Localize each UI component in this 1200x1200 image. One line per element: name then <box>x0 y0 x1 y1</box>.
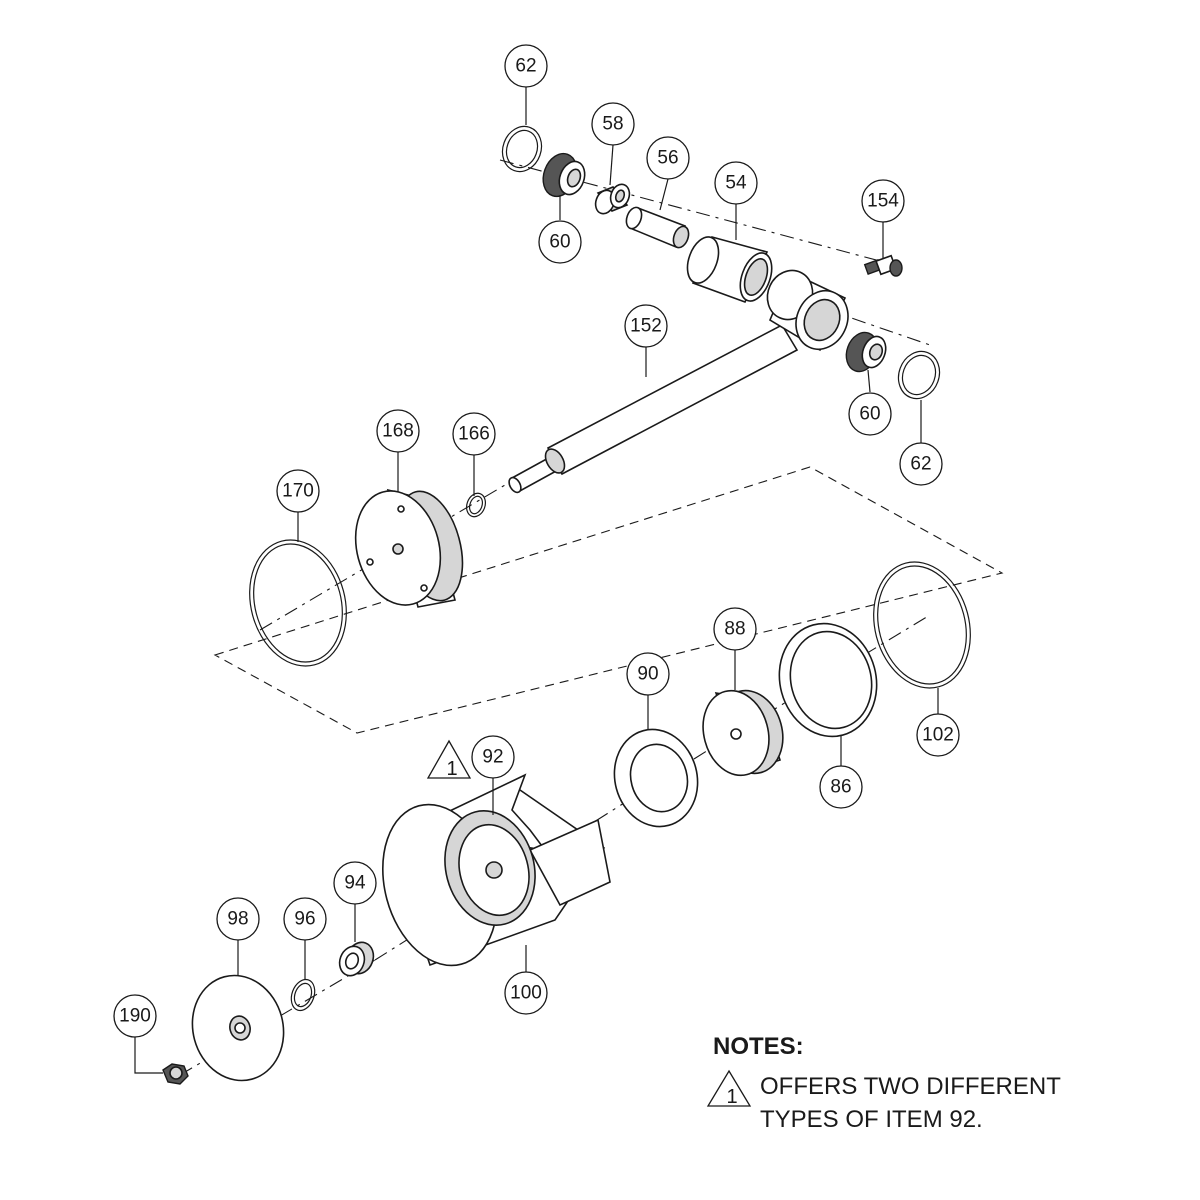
callout-88: 88 <box>713 607 757 651</box>
svg-text:100: 100 <box>510 983 542 1004</box>
leader-lines <box>134 87 939 1074</box>
svg-text:88: 88 <box>724 619 745 640</box>
svg-text:60: 60 <box>859 404 880 425</box>
part-154-grease-fitting <box>863 254 903 277</box>
part-60-bearing-top <box>542 152 586 198</box>
svg-text:58: 58 <box>602 114 623 135</box>
svg-text:98: 98 <box>227 909 248 930</box>
callout-98: 98 <box>216 897 260 941</box>
svg-text:92: 92 <box>482 747 503 768</box>
callout-190: 190 <box>113 994 157 1038</box>
callout-62-right: 62 <box>899 442 943 486</box>
part-168-piston <box>354 488 464 608</box>
svg-text:190: 190 <box>119 1006 151 1027</box>
part-100-cylinder-tube <box>381 773 611 967</box>
svg-text:152: 152 <box>630 316 662 337</box>
callout-168: 168 <box>376 409 420 453</box>
callout-102: 102 <box>916 713 960 757</box>
part-166-small-oring <box>465 492 487 518</box>
svg-text:62: 62 <box>910 454 931 475</box>
callout-96: 96 <box>283 897 327 941</box>
callout-94: 94 <box>333 861 377 905</box>
callout-100: 100 <box>504 971 548 1015</box>
svg-text:56: 56 <box>657 148 678 169</box>
warning-triangle-icon: 1 <box>426 739 472 780</box>
svg-text:86: 86 <box>830 777 851 798</box>
callout-170: 170 <box>276 469 320 513</box>
notes-line-1: OFFERS TWO DIFFERENT <box>760 1073 1061 1100</box>
callout-58: 58 <box>591 102 635 146</box>
svg-text:166: 166 <box>458 424 490 445</box>
part-62-oring-right <box>897 350 941 400</box>
part-56-sleeve <box>625 206 690 249</box>
part-58-bushing <box>594 183 631 215</box>
notes-block: NOTES: 1 OFFERS TWO DIFFERENT TYPES OF I… <box>706 1033 1061 1133</box>
callout-60-right: 60 <box>848 392 892 436</box>
svg-text:170: 170 <box>282 481 314 502</box>
callout-86: 86 <box>819 765 863 809</box>
callout-60-top: 60 <box>538 220 582 264</box>
svg-text:1: 1 <box>726 1086 737 1108</box>
svg-text:168: 168 <box>382 421 414 442</box>
part-170-oring <box>249 539 347 667</box>
callout-56: 56 <box>646 136 690 180</box>
notes-line-2: TYPES OF ITEM 92. <box>760 1106 983 1133</box>
part-98-dish <box>191 974 285 1082</box>
svg-text:62: 62 <box>515 56 536 77</box>
svg-text:60: 60 <box>549 232 570 253</box>
part-86-wear-ring <box>778 622 878 738</box>
part-54-sleeve <box>686 236 773 304</box>
callout-92: 92 <box>471 735 515 779</box>
part-94-bushing <box>338 941 375 977</box>
part-88-gland <box>702 689 784 777</box>
callout-90: 90 <box>626 652 670 696</box>
part-102-oring <box>873 561 971 689</box>
part-152-piston-rod <box>508 269 849 494</box>
part-90-washer <box>613 728 699 828</box>
svg-text:154: 154 <box>867 191 899 212</box>
callout-54: 54 <box>714 161 758 205</box>
notes-triangle-icon: 1 <box>706 1069 752 1108</box>
part-60-bearing-right <box>845 331 887 373</box>
svg-text:1: 1 <box>446 758 457 780</box>
part-190-nut <box>162 1063 189 1085</box>
sub-assembly-dashed-boundary <box>213 466 1004 734</box>
callout-62-top: 62 <box>504 44 548 88</box>
svg-text:94: 94 <box>344 873 366 894</box>
callout-154: 154 <box>861 179 905 223</box>
part-96-oring <box>290 978 316 1012</box>
svg-text:90: 90 <box>637 664 658 685</box>
svg-text:102: 102 <box>922 725 954 746</box>
part-62-oring-top <box>501 125 543 173</box>
callout-166: 166 <box>452 412 496 456</box>
svg-text:54: 54 <box>725 173 747 194</box>
callout-152: 152 <box>624 304 668 348</box>
svg-text:96: 96 <box>294 909 315 930</box>
notes-title: NOTES: <box>713 1033 804 1060</box>
